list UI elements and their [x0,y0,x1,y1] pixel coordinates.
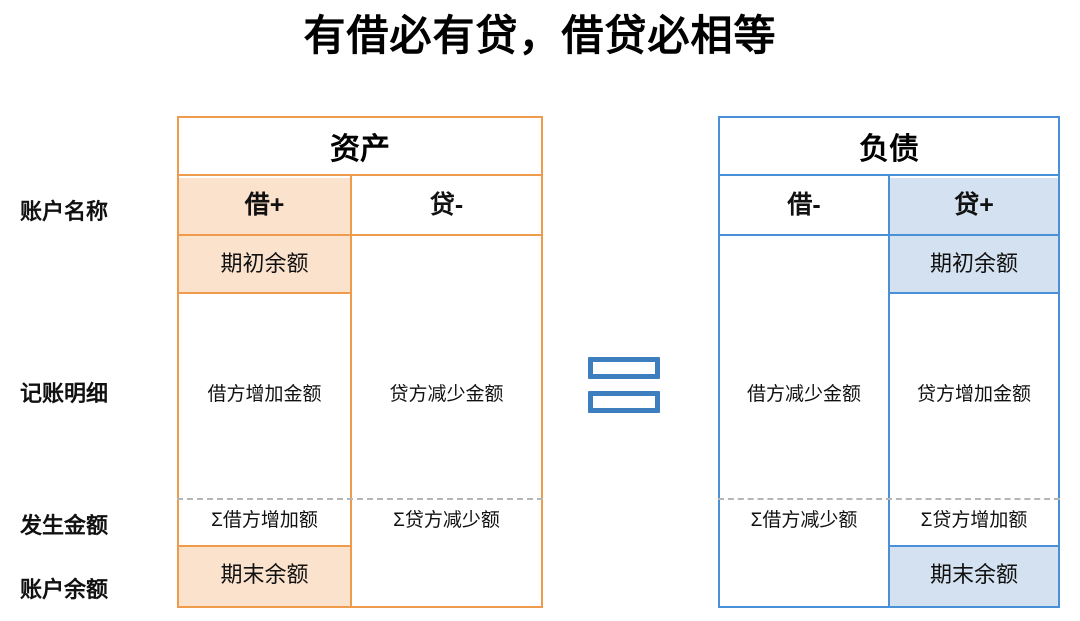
row-label-account-name: 账户名称 [20,199,109,224]
row-label-account-balance: 账户余额 [20,577,109,602]
equals-bar-bottom [588,391,660,413]
liabilities-column-divider [888,176,890,608]
assets-columnheader-divider [177,234,543,236]
assets-closing-balance-divider [177,545,350,547]
assets-column-divider [350,176,352,608]
assets-closing-balance-credit [352,545,541,606]
liabilities-closing-balance-divider [888,545,1060,547]
liabilities-columnheader-divider [718,234,1060,236]
page-title: 有借必有贷，借贷必相等 [303,12,777,59]
liabilities-opening-balance-debit [720,236,888,292]
liabilities-closing-balance-credit: 期末余额 [890,545,1058,606]
assets-debit-column-header[interactable]: 借+ [179,178,350,234]
t-account-assets: 资产 借+ 贷- 期初余额 借方增加金额 贷方减少金额 Σ借方增加额 Σ贷方减少… [177,116,543,608]
liabilities-opening-balance-divider [888,292,1060,294]
liabilities-credit-column-header[interactable]: 贷+ [890,178,1058,234]
liabilities-total-credit: Σ贷方增加额 [920,510,1028,532]
assets-total-debit: Σ借方增加额 [211,510,318,532]
row-label-ledger-detail: 记账明细 [20,381,109,406]
assets-detail-debit: 借方增加金额 [207,383,322,405]
liabilities-closing-balance-debit [720,545,888,606]
liabilities-detail-debit: 借方减少金额 [746,383,861,405]
liabilities-header: 负债 [718,116,1060,176]
equals-sign [588,357,668,419]
assets-header: 资产 [177,116,543,176]
equals-bar-top [588,357,660,379]
assets-opening-balance-debit: 期初余额 [179,236,350,292]
assets-opening-balance-credit [352,236,541,292]
t-account-liabilities: 负债 借- 贷+ 期初余额 借方减少金额 贷方增加金额 Σ借方减少额 Σ贷方增加… [718,116,1060,608]
liabilities-debit-column-header[interactable]: 借- [787,191,821,220]
assets-detail-credit: 贷方减少金额 [389,383,504,405]
liabilities-total-debit: Σ借方减少额 [750,510,858,532]
liabilities-total-dashed-divider [718,498,1060,500]
assets-body-border [177,176,543,608]
liabilities-opening-balance-credit: 期初余额 [890,236,1058,292]
assets-total-dashed-divider [177,498,543,500]
assets-opening-balance-divider [177,292,350,294]
assets-credit-column-header[interactable]: 贷- [429,191,464,220]
assets-closing-balance-debit: 期末余额 [179,545,350,606]
liabilities-detail-credit: 贷方增加金额 [916,383,1031,405]
assets-total-credit: Σ贷方减少额 [393,510,500,532]
row-label-period-amount: 发生金额 [20,513,109,538]
